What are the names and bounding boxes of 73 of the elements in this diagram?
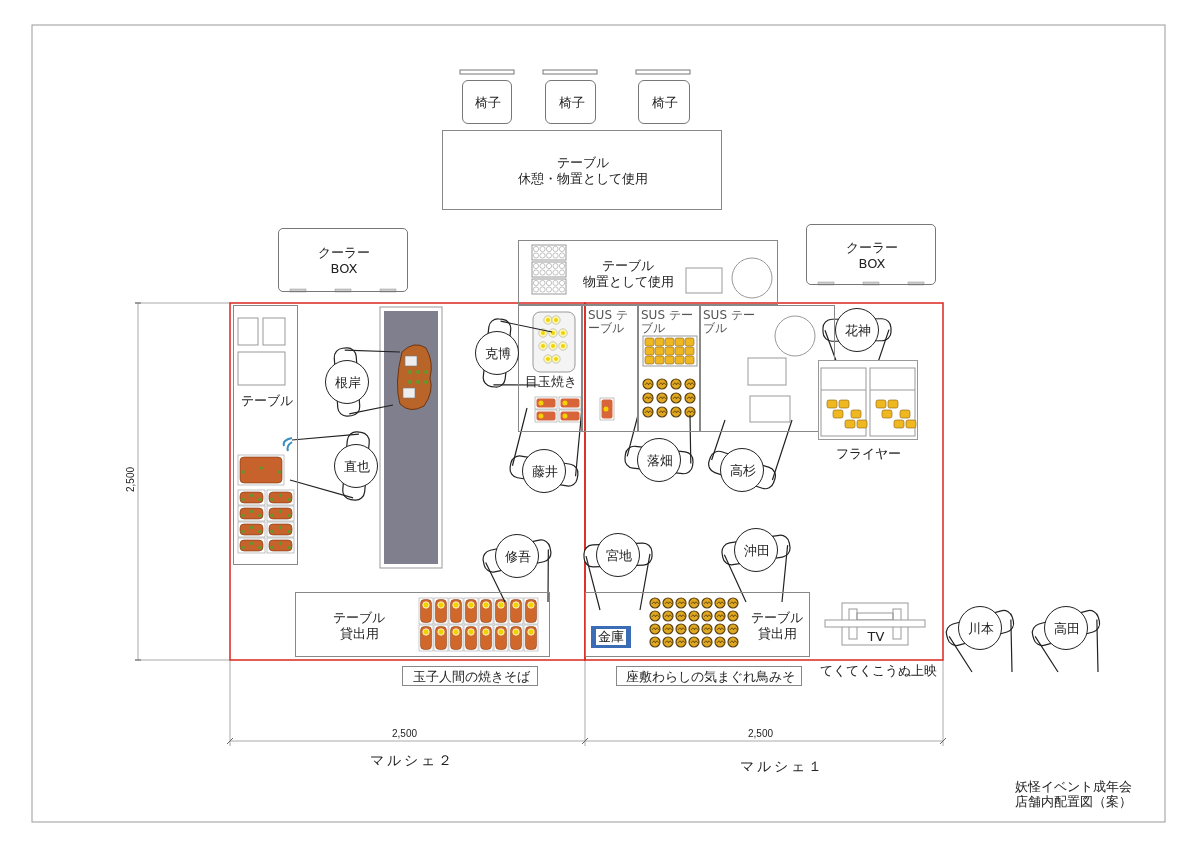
person-name: 落畑 bbox=[647, 453, 673, 469]
table-label: 休憩・物置として使用 bbox=[518, 171, 648, 187]
person-circle bbox=[596, 533, 640, 577]
stall-name: 座敷わらしの気まぐれ鳥みそ bbox=[625, 669, 795, 685]
person-circle bbox=[495, 534, 539, 578]
title-text: 妖怪イベント成年会 bbox=[1015, 778, 1132, 795]
stall-name: 玉子人間の焼きそば bbox=[412, 669, 530, 685]
zone-name: マルシェ１ bbox=[740, 758, 825, 776]
table-label: テーブル bbox=[751, 609, 803, 626]
stall-sign bbox=[616, 666, 802, 686]
person-name: 花神 bbox=[845, 323, 871, 339]
table bbox=[638, 305, 700, 432]
tv-label: TV bbox=[867, 628, 885, 645]
person-name: 沖田 bbox=[744, 543, 770, 559]
person-circle bbox=[734, 528, 778, 572]
zone-name: マルシェ２ bbox=[370, 752, 455, 770]
chair-label: 椅子 bbox=[558, 95, 585, 111]
chair bbox=[638, 80, 690, 124]
chair-label: 椅子 bbox=[475, 95, 501, 111]
title-text: 店舗内配置図（案） bbox=[1015, 793, 1132, 811]
safe-sign bbox=[591, 626, 631, 648]
table bbox=[518, 305, 582, 432]
cooler-label: BOX bbox=[858, 255, 886, 272]
person-circle bbox=[720, 448, 764, 492]
table-label: SUS テーブル bbox=[703, 308, 756, 336]
person-name: 川本 bbox=[968, 621, 994, 637]
table-label: SUS テーブル bbox=[641, 308, 694, 336]
dimension-label: 2,500 bbox=[125, 467, 136, 492]
person-name: 直也 bbox=[344, 459, 370, 475]
person-circle bbox=[334, 444, 378, 488]
person-name: 克博 bbox=[485, 346, 511, 362]
chair bbox=[545, 80, 596, 124]
person-name: 藤井 bbox=[532, 464, 558, 480]
stall-sign bbox=[402, 666, 538, 686]
person-name: 宮地 bbox=[606, 548, 632, 564]
table-label: 貸出用 bbox=[339, 625, 379, 642]
table bbox=[295, 592, 550, 657]
cooler-label: クーラー bbox=[318, 245, 370, 261]
person-name: 根岸 bbox=[335, 375, 361, 391]
safe-label: 金庫 bbox=[596, 629, 626, 645]
table bbox=[585, 592, 810, 657]
person-name: 修吾 bbox=[505, 549, 531, 565]
person-circle bbox=[637, 438, 681, 482]
fryer-label: フライヤー bbox=[835, 445, 901, 462]
table bbox=[518, 240, 778, 305]
person-circle bbox=[475, 331, 519, 375]
table-label: SUS テーブル bbox=[588, 308, 629, 336]
table-label: テーブル bbox=[240, 393, 293, 409]
caption-text: てくてくこうぬ上映 bbox=[820, 662, 937, 680]
cooler-box bbox=[806, 224, 936, 285]
table-label: 貸出用 bbox=[757, 625, 797, 642]
person-circle bbox=[1044, 606, 1088, 650]
chair bbox=[462, 80, 512, 124]
table bbox=[442, 130, 722, 210]
table-label: 目玉焼き bbox=[525, 374, 577, 390]
person-circle bbox=[325, 360, 369, 404]
table bbox=[233, 305, 298, 565]
table-label: テーブル bbox=[602, 257, 654, 274]
table-label: テーブル bbox=[557, 155, 609, 171]
cooler-label: BOX bbox=[330, 261, 358, 277]
person-name: 高田 bbox=[1054, 621, 1080, 637]
dimension-label: 2,500 bbox=[392, 728, 418, 739]
chair-label: 椅子 bbox=[652, 95, 678, 111]
person-circle bbox=[835, 308, 879, 352]
person-circle bbox=[522, 449, 566, 493]
table-label: 物置として使用 bbox=[582, 273, 674, 290]
person-name: 高杉 bbox=[730, 463, 756, 479]
table-label: テーブル bbox=[333, 609, 385, 626]
cooler-box bbox=[278, 228, 408, 292]
table bbox=[582, 305, 638, 432]
dimension-label: 2,500 bbox=[748, 728, 774, 739]
person-circle bbox=[958, 606, 1002, 650]
cooler-label: クーラー bbox=[846, 239, 898, 256]
